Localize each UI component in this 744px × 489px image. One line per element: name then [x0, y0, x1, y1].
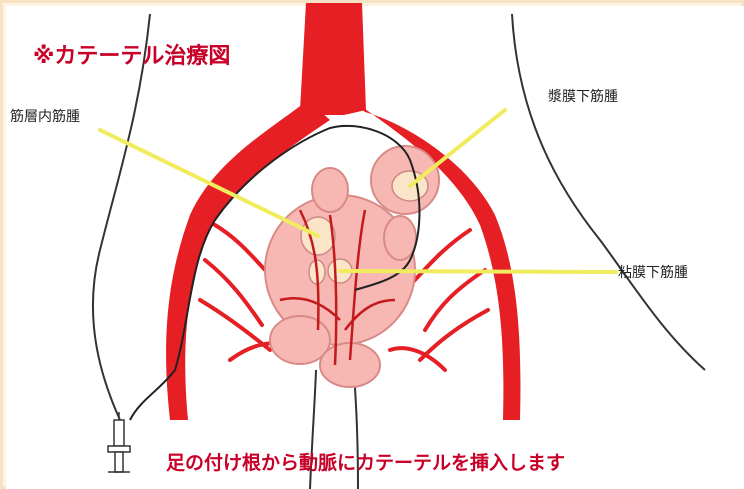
body-outline-right: [512, 14, 705, 370]
body-outline-left: [93, 14, 150, 420]
label-submucosal-fibroid: 粘膜下筋腫: [618, 262, 688, 282]
label-subserosal-fibroid: 漿膜下筋腫: [548, 86, 618, 106]
caption-text: 足の付け根から動脈にカテーテルを挿入します: [166, 448, 565, 475]
catheter-syringe-icon: [108, 412, 130, 472]
label-intramural-fibroid: 筋層内筋腫: [10, 106, 80, 126]
diagram-title: ※カテーテル治療図: [33, 38, 230, 70]
aorta: [300, 3, 366, 115]
